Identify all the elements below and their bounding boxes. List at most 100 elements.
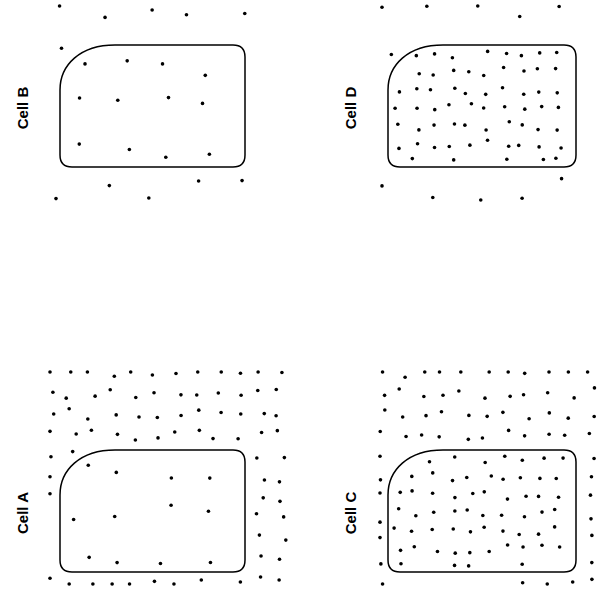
solute-dot	[410, 489, 414, 493]
solute-dot	[590, 534, 594, 538]
solute-dot	[589, 517, 593, 521]
solute-dot	[403, 375, 407, 379]
solute-dot	[256, 389, 260, 393]
solute-dot	[428, 460, 432, 464]
solute-dot	[453, 87, 457, 91]
solute-dot	[507, 144, 511, 148]
solute-dot	[417, 72, 421, 76]
solute-dot	[72, 518, 76, 522]
solute-dot	[441, 393, 445, 397]
solute-dot	[505, 52, 509, 56]
solute-dot	[110, 582, 114, 586]
solute-dot	[263, 478, 267, 482]
solute-dot	[83, 62, 87, 66]
solute-dot	[424, 414, 428, 418]
solute-dot	[422, 395, 426, 399]
solute-dot	[381, 370, 385, 374]
solute-dot	[379, 562, 383, 566]
solute-dot	[256, 370, 260, 374]
solute-dot	[86, 417, 90, 421]
solute-dot	[506, 497, 510, 501]
solute-dot	[507, 429, 511, 433]
solute-dot	[482, 74, 486, 78]
solute-dot	[433, 146, 437, 150]
solute-dot	[540, 105, 544, 109]
solute-dot	[523, 515, 527, 519]
solute-dot	[505, 157, 509, 161]
solute-dot	[547, 370, 551, 374]
solute-dot	[432, 510, 436, 514]
solute-dot	[134, 438, 138, 442]
solute-dot	[557, 5, 561, 9]
solute-dot	[522, 69, 526, 73]
solute-dot	[277, 578, 281, 582]
solute-dot	[67, 407, 71, 411]
solute-dot	[457, 389, 461, 393]
solute-dot	[259, 575, 263, 579]
solute-dot	[590, 578, 594, 582]
solute-dot	[103, 16, 107, 20]
solute-dot	[87, 556, 91, 560]
solute-dot	[423, 370, 427, 374]
solute-dot	[463, 123, 467, 127]
solute-dot	[115, 561, 119, 565]
solute-dot	[276, 429, 280, 433]
solute-dot	[129, 370, 133, 374]
solute-dot	[431, 491, 435, 495]
solute-dot	[459, 370, 463, 374]
solute-dot	[501, 411, 505, 415]
solute-dot	[517, 144, 521, 148]
solute-dot	[283, 456, 287, 460]
solute-dot	[484, 93, 488, 97]
solute-dot	[590, 475, 594, 479]
solute-dot	[481, 436, 485, 440]
solute-dot	[380, 5, 384, 9]
solute-dot	[219, 370, 223, 374]
solute-dot	[115, 471, 119, 475]
solute-dot	[380, 184, 384, 188]
solute-dot	[116, 98, 120, 102]
solute-dot	[487, 550, 491, 554]
cell-membrane	[60, 45, 245, 167]
solute-dot	[147, 196, 151, 200]
solute-dot	[151, 373, 155, 377]
solute-dot	[471, 492, 475, 496]
solute-dot	[69, 370, 73, 374]
solute-dot	[592, 457, 596, 461]
solute-dot	[485, 415, 489, 419]
solute-dot	[520, 54, 524, 58]
solute-dot	[258, 533, 262, 537]
solute-dot	[547, 432, 551, 436]
solute-dot	[554, 477, 558, 481]
solute-dot	[378, 455, 382, 459]
solute-dot	[593, 386, 597, 390]
solute-dot	[486, 138, 490, 142]
solute-dot	[48, 430, 52, 434]
cell-outline: Cell D	[388, 45, 576, 167]
solute-dot	[274, 388, 278, 392]
solute-dot	[71, 450, 75, 454]
solute-dot	[481, 514, 485, 518]
solute-dot	[48, 370, 52, 374]
solute-dot	[48, 475, 52, 479]
solute-dot	[484, 128, 488, 132]
solute-dot	[453, 455, 457, 459]
solute-dot	[113, 374, 117, 378]
cell-membrane	[60, 450, 245, 572]
solute-dot	[524, 495, 528, 499]
solute-dot	[67, 582, 71, 586]
solute-dot	[383, 394, 387, 398]
solute-dot	[518, 15, 522, 19]
solute-dot	[86, 463, 90, 467]
solute-dot	[467, 564, 471, 568]
solute-dot	[208, 476, 212, 480]
solute-dot	[571, 580, 575, 584]
cell-outline: Cell A	[60, 450, 245, 572]
solute-dot	[185, 13, 189, 17]
solute-dot	[278, 480, 282, 484]
solute-dot	[78, 96, 82, 100]
solute-dot	[470, 102, 474, 106]
solute-dot	[179, 393, 183, 397]
solute-dot	[397, 387, 401, 391]
solute-dot	[520, 562, 524, 566]
